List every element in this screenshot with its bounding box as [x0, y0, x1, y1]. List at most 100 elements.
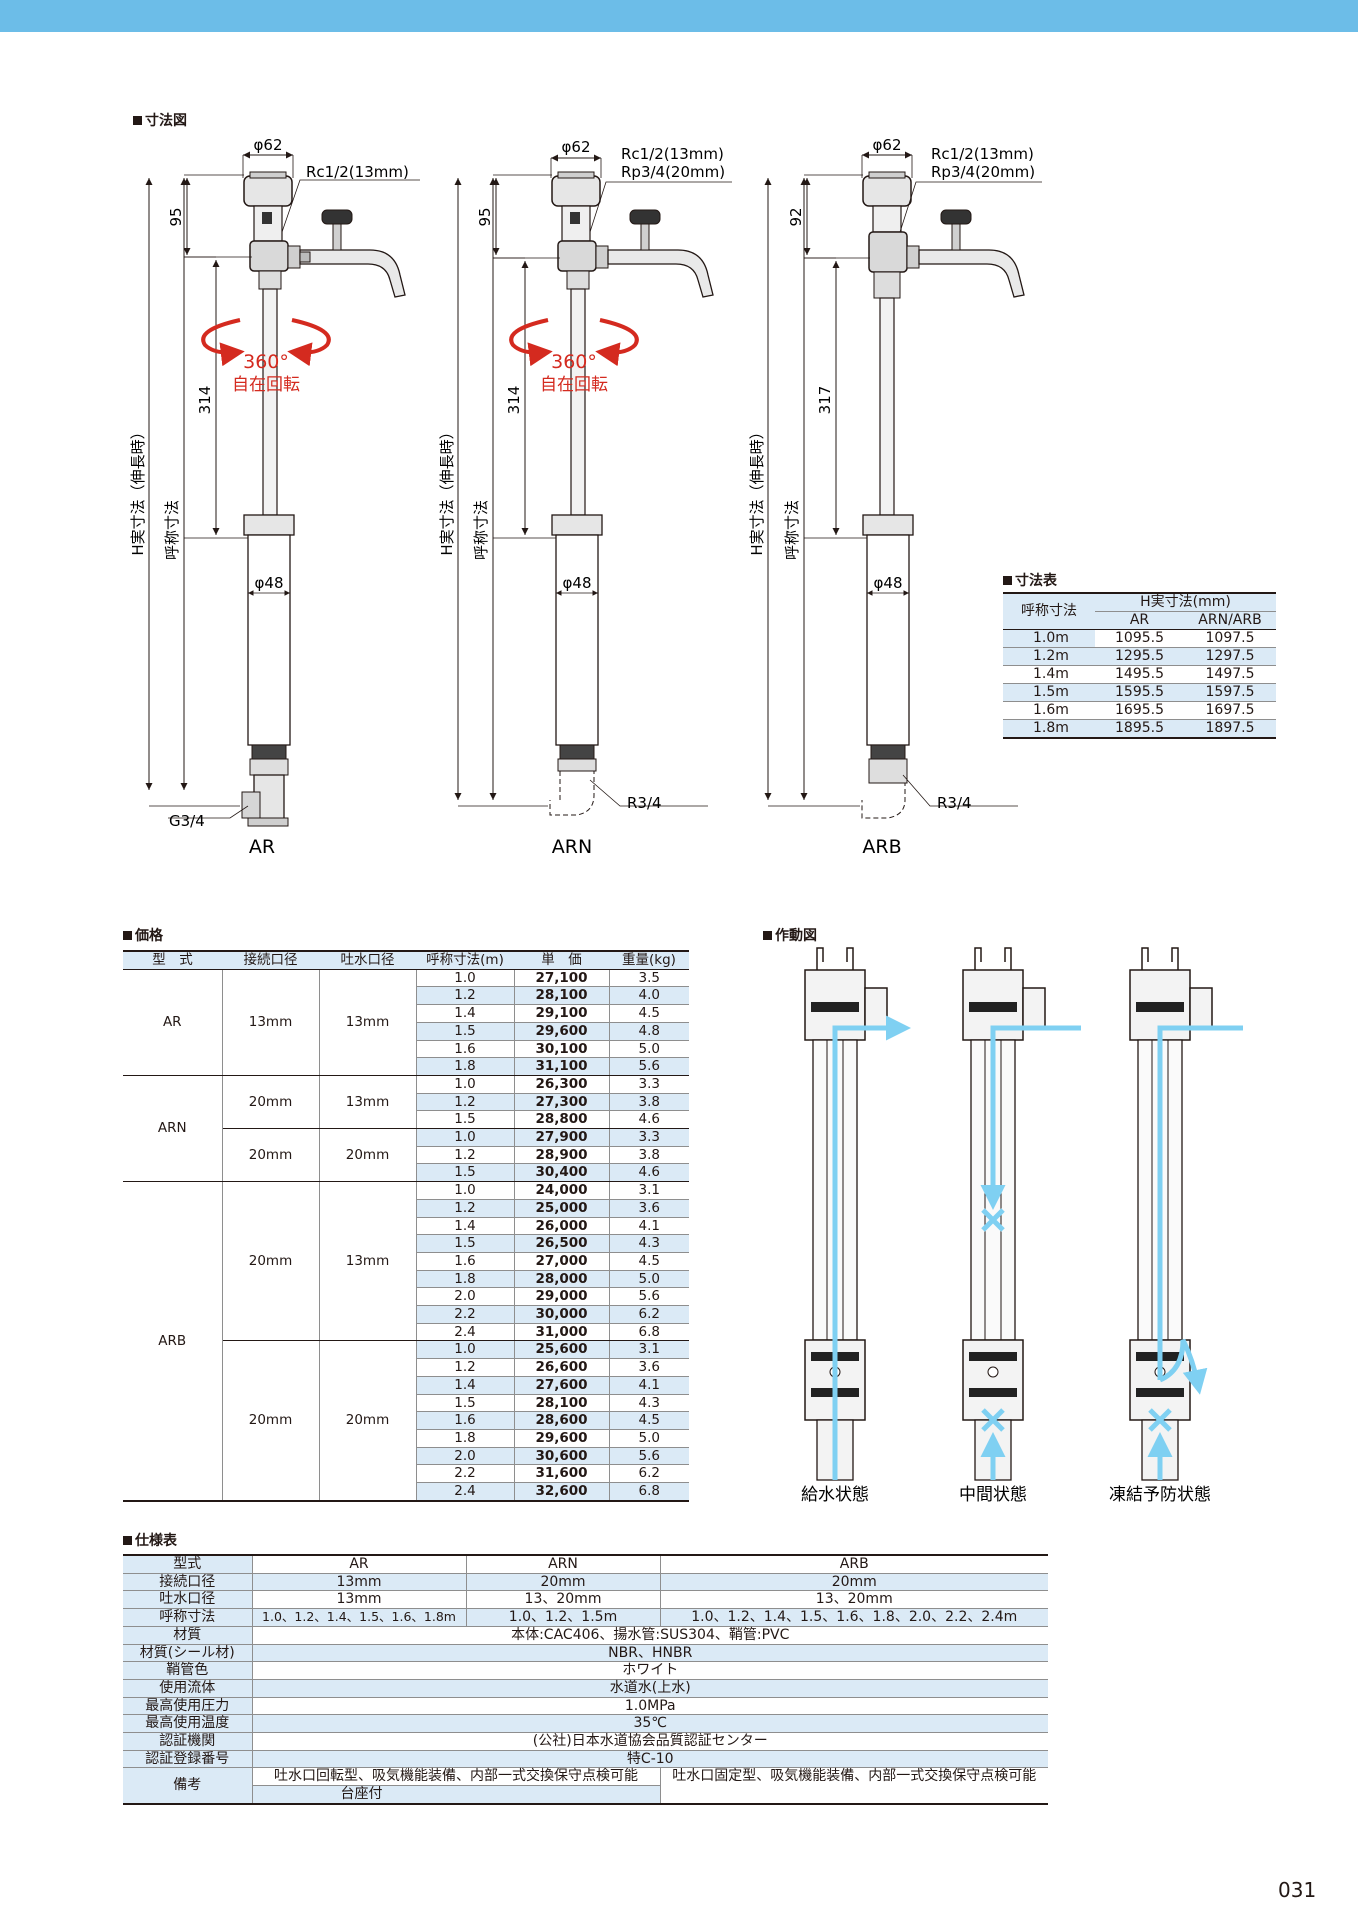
arb-top-dim: 92 — [787, 207, 805, 226]
arn-model-name: ARN — [552, 836, 592, 858]
price-value-cell: 27,900 — [514, 1128, 610, 1147]
water-flow-intermediate-top — [980, 1025, 1081, 1210]
price-header-price: 単 価 — [514, 949, 609, 970]
price-conn-cell: 20mm — [222, 1128, 320, 1183]
hook — [1004, 947, 1012, 970]
price-value-cell: 25,000 — [514, 1199, 610, 1218]
price-weight-cell: 6.2 — [609, 1464, 689, 1484]
dim-header-ar: AR — [1095, 611, 1184, 630]
arn-top-dim: 95 — [476, 207, 494, 226]
hook — [846, 947, 854, 970]
spec-label-reg: 認証登録番号 — [123, 1750, 253, 1769]
price-weight-cell: 5.6 — [609, 1057, 689, 1076]
price-value-cell: 26,000 — [514, 1217, 610, 1236]
stop-mark — [981, 1208, 1005, 1232]
section-title-operation: 作動図 — [763, 925, 817, 945]
price-nominal-cell: 1.0 — [416, 969, 515, 988]
price-header-weight: 重量(kg) — [609, 949, 689, 970]
water-flow-freeze — [1157, 1025, 1243, 1380]
spec-label-note: 備考 — [123, 1767, 253, 1805]
hook — [816, 947, 824, 970]
price-weight-cell: 5.6 — [609, 1447, 689, 1466]
spec-label-temp: 最高使用温度 — [123, 1714, 253, 1734]
water-flow-drain — [1158, 1338, 1208, 1395]
price-weight-cell: 5.0 — [609, 1040, 689, 1059]
ar-h-actual-label: H実寸法（伸長時） — [129, 424, 147, 555]
arn-port1-label: Rc1/2(13mm) — [621, 145, 724, 163]
price-weight-cell: 3.6 — [609, 1358, 689, 1377]
ar-mid-dim: 314 — [196, 386, 214, 415]
spec-label-out: 吐水口径 — [123, 1590, 253, 1610]
price-value-cell: 27,000 — [514, 1252, 610, 1271]
ar-bottom-thread: G3/4 — [169, 812, 205, 830]
price-nominal-cell: 1.5 — [416, 1394, 515, 1413]
hook — [1171, 947, 1179, 970]
price-value-cell: 30,000 — [514, 1305, 610, 1324]
price-out-cell: 20mm — [319, 1128, 417, 1183]
price-weight-cell: 3.3 — [609, 1075, 689, 1094]
price-nominal-cell: 2.4 — [416, 1323, 515, 1342]
price-value-cell: 29,000 — [514, 1287, 610, 1307]
price-nominal-cell: 1.0 — [416, 1075, 515, 1094]
ar-port-label: Rc1/2(13mm) — [306, 163, 409, 181]
price-nominal-cell: 1.5 — [416, 1234, 515, 1253]
head-seal — [969, 1002, 1017, 1012]
price-value-cell: 24,000 — [514, 1181, 610, 1200]
price-weight-cell: 3.3 — [609, 1128, 689, 1147]
price-model-cell: AR — [123, 969, 223, 1076]
price-value-cell: 28,100 — [514, 986, 610, 1006]
ar-phi62-label: φ62 — [254, 136, 283, 154]
section-title-dimension-drawing: 寸法図 — [133, 110, 187, 130]
price-nominal-cell: 1.0 — [416, 1181, 515, 1200]
dimension-drawings: φ62 Rc1/2(13mm) φ48 95 314 H実寸法（伸長時） 呼称寸… — [129, 136, 1042, 858]
price-weight-cell: 4.1 — [609, 1217, 689, 1236]
arb-port1-label: Rc1/2(13mm) — [931, 145, 1034, 163]
price-nominal-cell: 1.8 — [416, 1270, 515, 1289]
price-weight-cell: 4.0 — [609, 986, 689, 1006]
price-nominal-cell: 1.4 — [416, 1217, 515, 1236]
hook — [974, 947, 982, 970]
ar-nominal-label: 呼称寸法 — [163, 500, 181, 560]
price-weight-cell: 4.3 — [609, 1234, 689, 1253]
spec-label-color: 鞘管色 — [123, 1661, 253, 1680]
drawing-arn: φ62 Rc1/2(13mm) Rp3/4(20mm) φ48 95 314 H… — [438, 138, 732, 858]
price-out-cell: 13mm — [319, 969, 417, 1076]
arb-bottom-thread: R3/4 — [937, 794, 972, 812]
ball — [987, 1366, 999, 1378]
price-value-cell: 27,300 — [514, 1093, 610, 1112]
price-nominal-cell: 1.8 — [416, 1057, 515, 1076]
price-value-cell: 28,800 — [514, 1110, 610, 1130]
arn-port2-label: Rp3/4(20mm) — [621, 163, 725, 181]
price-weight-cell: 3.5 — [609, 969, 689, 988]
spec-label-material: 材質 — [123, 1626, 253, 1645]
arb-mid-dim: 317 — [816, 386, 834, 415]
price-value-cell: 27,600 — [514, 1376, 610, 1395]
side-port — [1189, 987, 1213, 1029]
price-conn-cell: 20mm — [222, 1181, 320, 1342]
price-value-cell: 30,400 — [514, 1163, 610, 1183]
side-port — [864, 987, 888, 1029]
price-weight-cell: 4.6 — [609, 1163, 689, 1183]
price-weight-cell: 4.3 — [609, 1394, 689, 1413]
price-weight-cell: 3.1 — [609, 1340, 689, 1360]
price-weight-cell: 5.0 — [609, 1270, 689, 1289]
price-nominal-cell: 1.6 — [416, 1040, 515, 1059]
price-model-cell: ARN — [123, 1075, 223, 1183]
price-weight-cell: 3.1 — [609, 1181, 689, 1200]
price-nominal-cell: 1.2 — [416, 1093, 515, 1112]
